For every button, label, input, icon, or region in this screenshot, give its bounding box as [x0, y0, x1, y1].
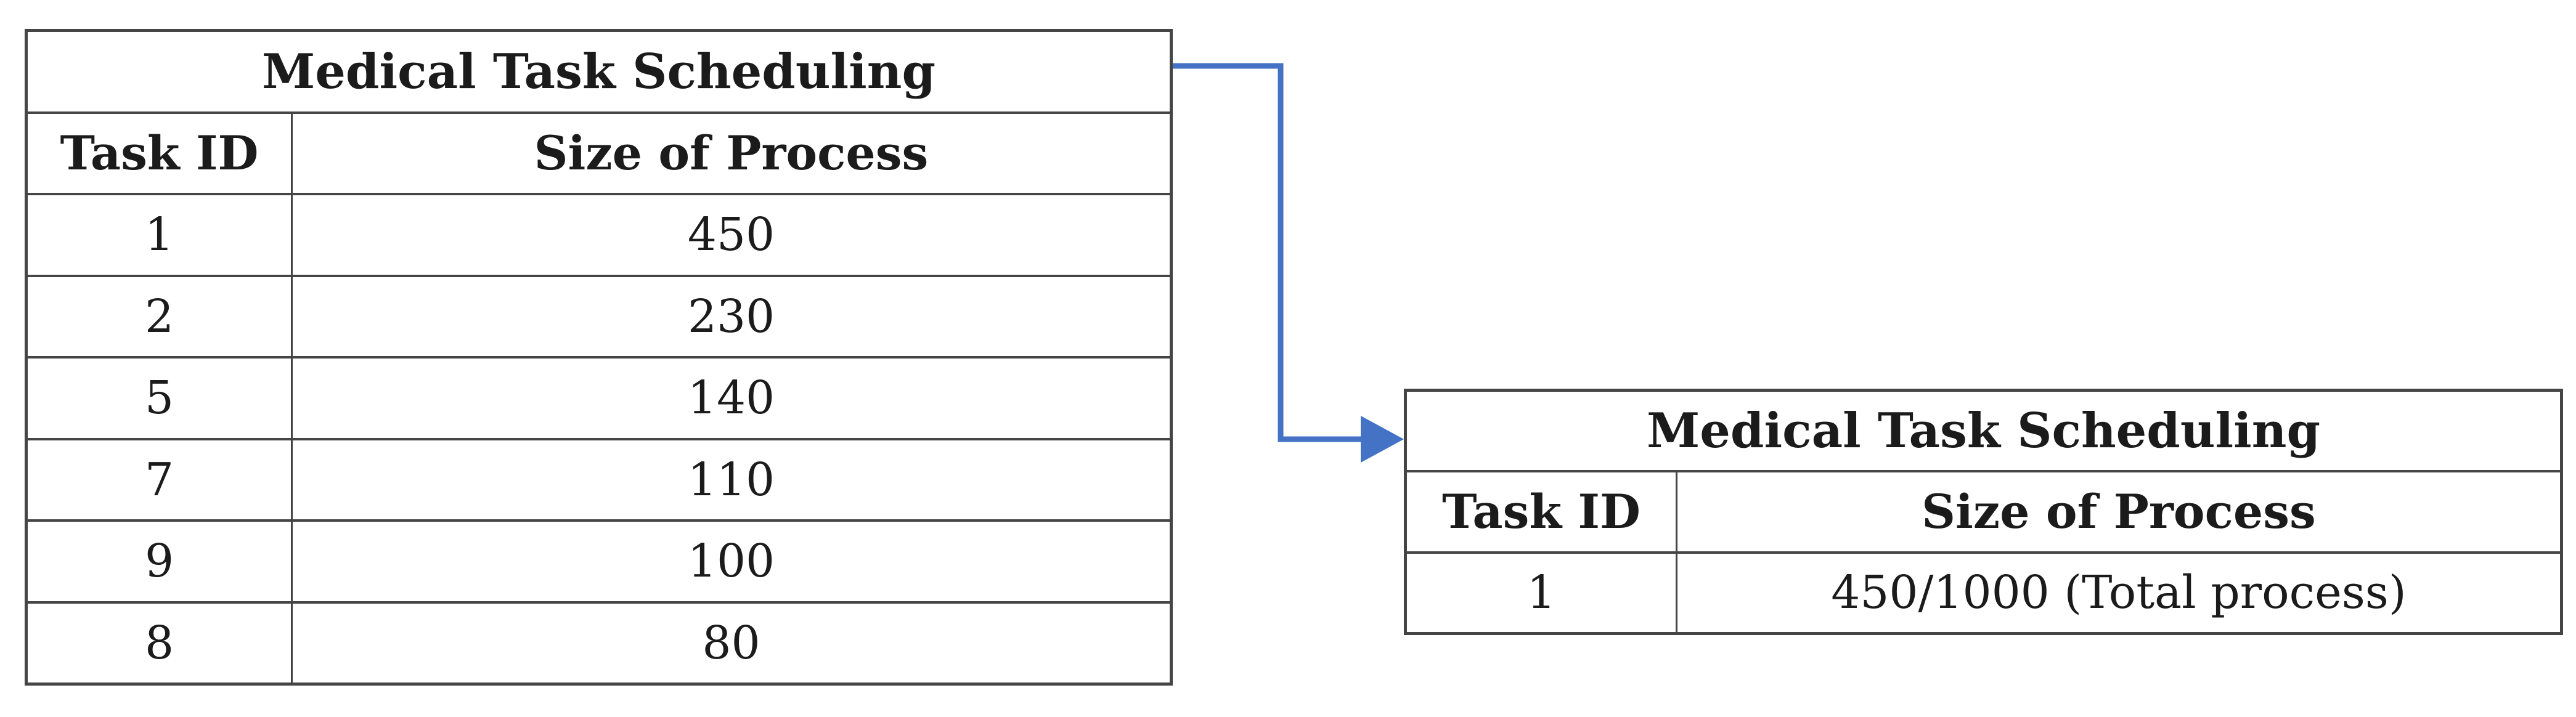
column-header-size-of-process: Size of Process: [534, 126, 929, 181]
left-table: Medical Task Scheduling Task ID Size of …: [25, 29, 1173, 686]
column-header-task-id: Task ID: [1407, 472, 1677, 551]
arrow-head-icon: [1361, 416, 1404, 463]
table-row: 1 450: [28, 193, 1170, 275]
column-header-task-id: Task ID: [28, 113, 293, 193]
right-table-title-row: Medical Task Scheduling: [1407, 392, 2560, 470]
task-id-cell: 1: [28, 195, 293, 275]
size-of-process-cell: 230: [687, 290, 775, 343]
table-row: 8 80: [28, 601, 1170, 683]
table-row: 9 100: [28, 519, 1170, 601]
task-id-cell: 8: [28, 603, 293, 683]
size-of-process-cell: 100: [687, 535, 775, 588]
right-table-header-row: Task ID Size of Process: [1407, 470, 2560, 551]
size-of-process-cell: 140: [687, 371, 775, 425]
left-table-header-row: Task ID Size of Process: [28, 111, 1170, 193]
right-table: Medical Task Scheduling Task ID Size of …: [1404, 389, 2563, 635]
column-header-size-of-process: Size of Process: [1922, 484, 2316, 540]
right-table-title: Medical Task Scheduling: [1646, 403, 2321, 460]
table-row: 5 140: [28, 356, 1170, 438]
connector-line: [1173, 63, 1367, 442]
size-of-process-cell: 450: [687, 208, 775, 262]
task-id-cell: 7: [28, 440, 293, 519]
left-table-title-row: Medical Task Scheduling: [28, 32, 1170, 111]
table-row: 2 230: [28, 274, 1170, 356]
left-table-title: Medical Task Scheduling: [261, 43, 936, 100]
task-id-cell: 5: [28, 358, 293, 438]
task-id-cell: 2: [28, 277, 293, 356]
table-row: 7 110: [28, 437, 1170, 519]
table-row: 1 450/1000 (Total process): [1407, 551, 2560, 632]
size-of-process-cell: 80: [702, 616, 760, 670]
size-of-process-cell: 110: [687, 453, 775, 506]
size-of-process-cell: 450/1000 (Total process): [1831, 566, 2407, 620]
task-id-cell: 9: [28, 522, 293, 601]
task-id-cell: 1: [1407, 553, 1677, 632]
